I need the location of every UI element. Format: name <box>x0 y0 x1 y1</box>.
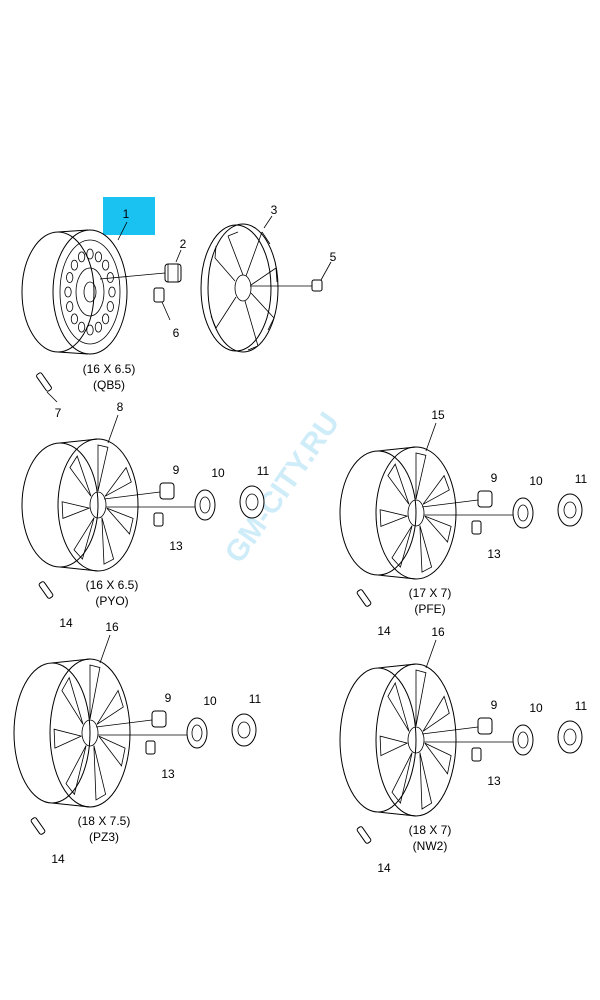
valve-stem[interactable] <box>356 826 372 844</box>
part-number-cover[interactable]: 3 <box>271 203 278 217</box>
part-number-wheel[interactable]: 1 <box>123 207 130 221</box>
wheel-option-code: (PFE) <box>414 602 445 616</box>
wheel-vent-hole <box>86 324 94 336</box>
wheel-option-code: (PZ3) <box>89 830 119 844</box>
group-pz3: 16 9 10 11 13 14 (18 X 7.5) (PZ3) <box>13 620 262 866</box>
part-number-nut[interactable]: 9 <box>491 471 498 485</box>
wheel-vent-hole <box>102 313 110 325</box>
center-cap-emblem[interactable] <box>231 713 257 747</box>
part-number-nut[interactable]: 2 <box>180 237 187 251</box>
center-cap-emblem[interactable] <box>557 493 583 527</box>
part-number-center-cap[interactable]: 10 <box>529 701 543 715</box>
part-number-valve[interactable]: 14 <box>51 852 65 866</box>
balance-weight[interactable] <box>471 747 482 762</box>
group-qb5: 1 2 3 5 6 7 (16 X 6.5) (QB5) <box>21 203 337 420</box>
wheel-vent-hole <box>106 301 114 312</box>
valve-stem[interactable] <box>38 581 54 599</box>
wheel-vent-hole <box>102 259 110 271</box>
part-number-weight[interactable]: 6 <box>173 326 180 340</box>
cover-nut[interactable] <box>311 279 323 292</box>
part-number-valve[interactable]: 14 <box>377 861 391 875</box>
part-number-wheel[interactable]: 8 <box>117 400 124 414</box>
group-nw2: 16 9 10 11 13 14 (18 X 7) (NW2) <box>339 625 588 875</box>
lug-nut[interactable] <box>164 263 182 283</box>
group-pfe: 15 9 10 11 13 14 (17 X 7) (PFE) <box>339 408 588 638</box>
alloy-wheel[interactable] <box>13 658 131 808</box>
part-number-wheel[interactable]: 15 <box>431 408 445 422</box>
part-number-valve[interactable]: 7 <box>55 406 62 420</box>
valve-stem[interactable] <box>30 817 46 835</box>
wheel-vent-hole <box>108 286 116 298</box>
part-number-nut[interactable]: 9 <box>173 463 180 477</box>
wheel-vent-hole <box>78 251 86 263</box>
valve-stem[interactable] <box>356 589 372 607</box>
wheel-vent-hole <box>66 272 74 283</box>
part-number-emblem-cap[interactable]: 11 <box>575 472 588 486</box>
lug-nut[interactable] <box>477 717 493 735</box>
part-number-cover-nut[interactable]: 5 <box>330 250 337 264</box>
alloy-wheel[interactable] <box>339 446 457 580</box>
part-number-weight[interactable]: 13 <box>169 539 183 553</box>
wheel-vent-hole <box>86 248 94 260</box>
valve-stem[interactable] <box>36 372 52 392</box>
part-number-emblem-cap[interactable]: 11 <box>257 464 270 478</box>
part-number-wheel[interactable]: 16 <box>105 620 119 634</box>
part-number-nut[interactable]: 9 <box>165 691 172 705</box>
wheel-vent-hole <box>64 286 72 298</box>
center-cap-emblem[interactable] <box>239 485 265 519</box>
part-number-valve[interactable]: 14 <box>59 616 73 630</box>
part-number-wheel[interactable]: 16 <box>431 625 445 639</box>
balance-weight[interactable] <box>153 287 165 303</box>
wheel-vent-hole <box>94 321 103 333</box>
part-number-valve[interactable]: 14 <box>377 624 391 638</box>
balance-weight[interactable] <box>153 512 164 527</box>
selected-part-highlight[interactable] <box>103 197 155 235</box>
wheel-size-label: (18 X 7.5) <box>78 814 131 828</box>
alloy-wheel[interactable] <box>339 663 457 817</box>
wheel-size-label: (16 X 6.5) <box>86 578 139 592</box>
group-pyo: 8 9 10 11 13 14 (16 X 6.5) (PYO) <box>21 400 270 630</box>
wheel-size-label: (16 X 6.5) <box>83 362 136 376</box>
wheel-vent-hole <box>78 321 86 333</box>
lug-nut[interactable] <box>477 490 493 508</box>
wheel-cover[interactable] <box>200 223 279 353</box>
part-number-emblem-cap[interactable]: 11 <box>575 699 588 713</box>
wheel-option-code: (QB5) <box>93 378 125 392</box>
wheel-vent-hole <box>70 259 79 271</box>
lug-nut[interactable] <box>151 710 167 728</box>
steel-wheel[interactable] <box>21 229 128 355</box>
part-number-emblem-cap[interactable]: 11 <box>249 692 262 706</box>
wheel-vent-hole <box>66 301 74 312</box>
part-number-weight[interactable]: 13 <box>487 547 501 561</box>
center-cap-outer[interactable] <box>186 717 208 749</box>
center-cap-outer[interactable] <box>194 489 216 521</box>
wheel-vent-hole <box>94 251 103 263</box>
watermark: GM-CITY.RU <box>219 407 346 569</box>
part-number-nut[interactable]: 9 <box>491 698 498 712</box>
wheel-vent-hole <box>70 313 79 325</box>
center-cap-outer[interactable] <box>512 724 534 756</box>
center-cap-outer[interactable] <box>512 497 534 529</box>
balance-weight[interactable] <box>471 520 482 535</box>
balance-weight[interactable] <box>145 740 156 755</box>
wheel-option-code: (NW2) <box>413 839 448 853</box>
part-number-center-cap[interactable]: 10 <box>529 474 543 488</box>
wheel-size-label: (17 X 7) <box>409 586 452 600</box>
part-number-weight[interactable]: 13 <box>487 774 501 788</box>
alloy-wheel[interactable] <box>21 438 139 572</box>
part-number-center-cap[interactable]: 10 <box>211 466 225 480</box>
lug-nut[interactable] <box>159 482 175 500</box>
wheel-option-code: (PYO) <box>95 594 128 608</box>
part-number-weight[interactable]: 13 <box>161 767 175 781</box>
wheel-size-label: (18 X 7) <box>409 823 452 837</box>
center-cap-emblem[interactable] <box>557 720 583 754</box>
part-number-center-cap[interactable]: 10 <box>203 694 217 708</box>
